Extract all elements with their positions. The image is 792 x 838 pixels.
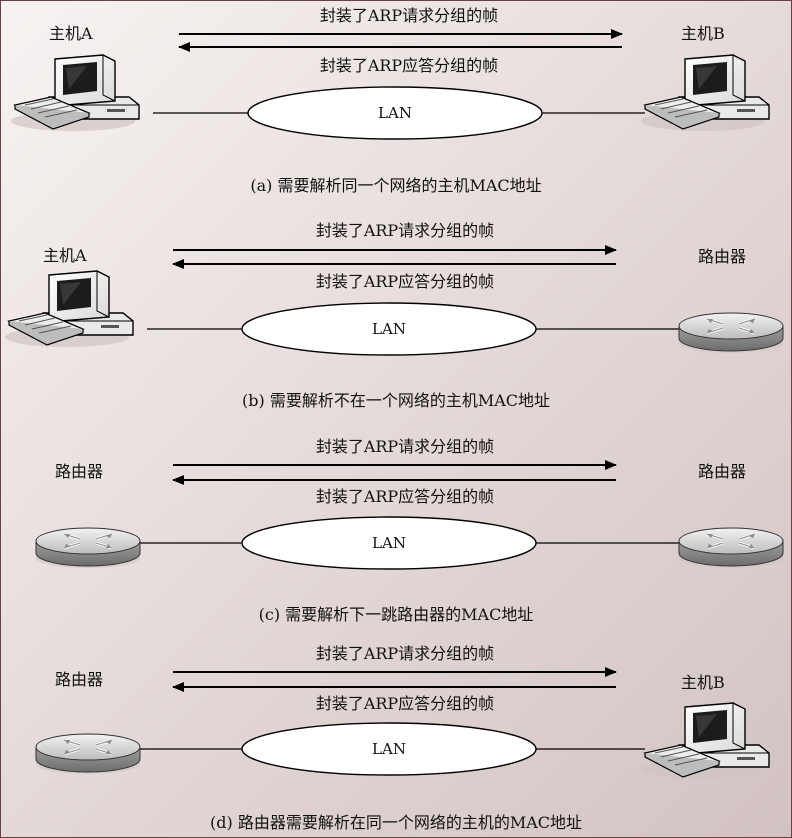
panel-a-request-label: 封装了ARP请求分组的帧 xyxy=(319,6,499,25)
panel-b-reply-label: 封装了ARP应答分组的帧 xyxy=(315,272,495,291)
panel-c-request-label: 封装了ARP请求分组的帧 xyxy=(315,437,495,456)
panel-b-lan-ellipse xyxy=(241,302,537,356)
panel-d-request-label: 封装了ARP请求分组的帧 xyxy=(315,644,495,663)
panel-a-right-label: 主机B xyxy=(681,24,725,43)
panel-b-lan-label: LAN xyxy=(372,320,406,338)
panel-a-caption: (a) 需要解析同一个网络的主机MAC地址 xyxy=(250,176,542,195)
computer-icon xyxy=(640,54,770,132)
panel-a-left-label: 主机A xyxy=(49,24,93,43)
panel-d-arrows xyxy=(172,667,617,692)
router-icon xyxy=(34,526,142,570)
panel-c-left-label: 路由器 xyxy=(55,462,104,481)
panel-b-request-label: 封装了ARP请求分组的帧 xyxy=(315,221,495,240)
panel-a-arrows xyxy=(178,29,623,52)
panel-a-lan-ellipse xyxy=(247,86,543,140)
router-icon xyxy=(677,526,785,570)
panel-b-arrows xyxy=(172,245,617,269)
panel-b-right-label: 路由器 xyxy=(698,247,747,266)
panel-c-reply-label: 封装了ARP应答分组的帧 xyxy=(315,487,495,506)
panel-b-caption: (b) 需要解析不在一个网络的主机MAC地址 xyxy=(242,391,550,410)
computer-icon xyxy=(4,270,134,348)
panel-c-lan-label: LAN xyxy=(372,534,406,552)
panel-d-right-label: 主机B xyxy=(681,673,725,692)
panel-a-reply-label: 封装了ARP应答分组的帧 xyxy=(319,56,499,75)
panel-d-lan-ellipse xyxy=(241,722,537,776)
panel-d-left-label: 路由器 xyxy=(55,670,104,689)
computer-icon xyxy=(10,54,140,132)
panel-c-arrows xyxy=(172,460,617,485)
panel-c-lan-ellipse xyxy=(241,516,537,570)
computer-icon xyxy=(640,702,770,780)
router-icon xyxy=(677,311,785,355)
panel-a-lan-label: LAN xyxy=(378,104,412,122)
router-icon xyxy=(34,732,142,776)
panel-d-lan-label: LAN xyxy=(372,740,406,758)
panel-b-left-label: 主机A xyxy=(43,246,87,265)
panel-c-right-label: 路由器 xyxy=(698,462,747,481)
panel-d-reply-label: 封装了ARP应答分组的帧 xyxy=(315,694,495,713)
panel-c-caption: (c) 需要解析下一跳路由器的MAC地址 xyxy=(258,605,534,624)
panel-d-caption: (d) 路由器需要解析在同一个网络的主机的MAC地址 xyxy=(210,813,582,832)
